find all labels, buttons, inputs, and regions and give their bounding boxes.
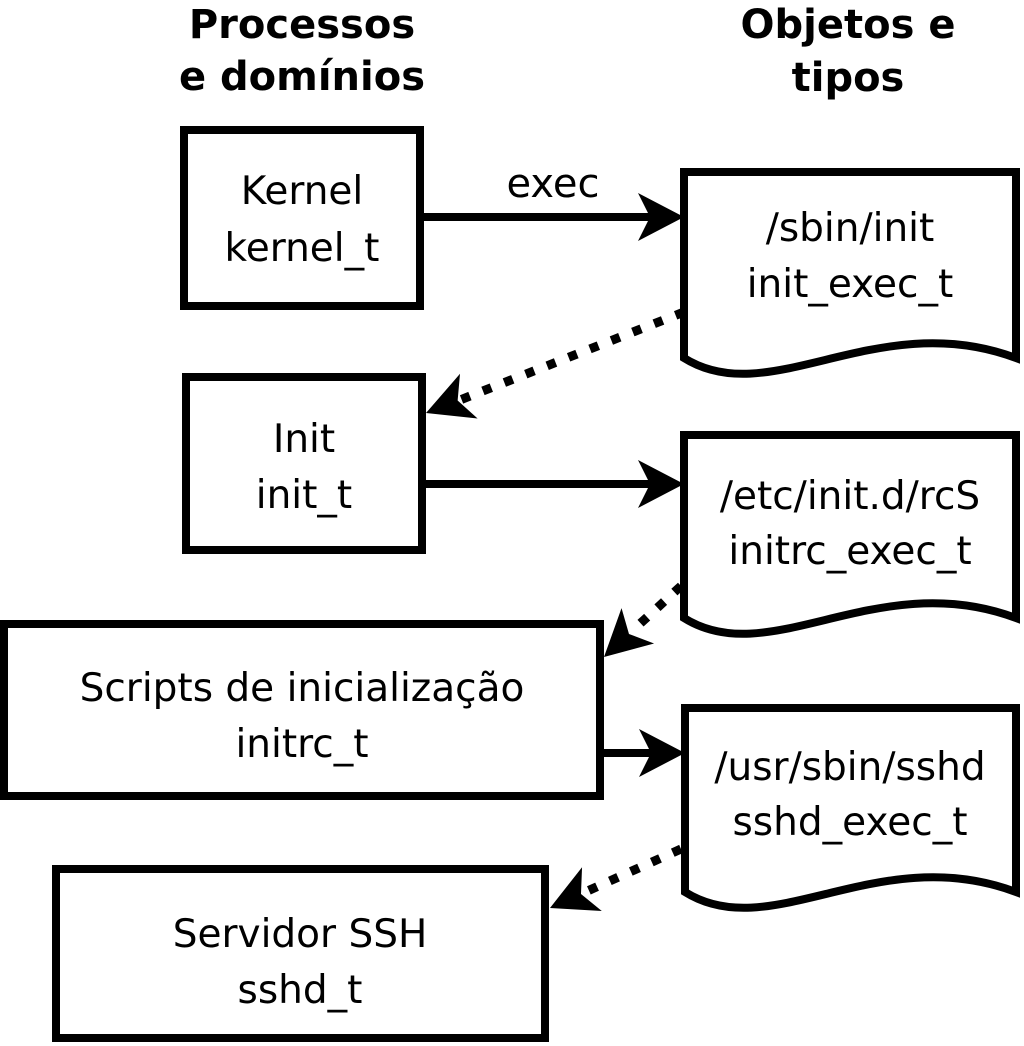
column-header-processes: Processos e domínios xyxy=(179,2,425,100)
process-box-sshd-name: Servidor SSH xyxy=(173,912,428,957)
dotted-line-1 xyxy=(458,307,686,405)
process-box-initrc-rect xyxy=(0,620,604,800)
process-box-kernel-type: kernel_t xyxy=(225,226,380,271)
process-box-sshd-rect xyxy=(52,865,549,1042)
column-header-objects: Objetos e tipos xyxy=(741,2,956,101)
object-doc-etc-initd-rcs: /etc/init.d/rcS initrc_exec_t xyxy=(680,431,1020,638)
column-header-objects-line1: Objetos e xyxy=(741,2,956,48)
arrow-initrc-head-icon xyxy=(639,729,685,777)
object-doc-sbin-init: /sbin/init init_exec_t xyxy=(680,168,1020,378)
dotted-line-2 xyxy=(627,582,685,636)
process-box-init-name: Init xyxy=(273,417,335,462)
exec-edge-label: exec xyxy=(507,161,600,207)
process-box-initrc: Scripts de inicialização initrc_t xyxy=(0,620,604,800)
dotted-transition-sbininit-to-init xyxy=(426,307,686,419)
arrow-init-head-icon xyxy=(638,460,684,508)
process-box-init-type: init_t xyxy=(256,473,352,518)
dotted-arrow-head-3-icon xyxy=(550,867,602,911)
object-doc-etc-initd-rcs-path: /etc/init.d/rcS xyxy=(720,474,980,519)
process-box-init: Init init_t xyxy=(182,373,426,554)
column-header-processes-line1: Processos xyxy=(189,2,415,48)
process-box-kernel-rect xyxy=(180,126,424,310)
object-doc-sbin-init-path: /sbin/init xyxy=(766,206,935,251)
column-header-objects-line2: tipos xyxy=(792,55,905,101)
column-header-processes-line2: e domínios xyxy=(179,54,425,100)
dotted-transition-rcs-to-initrc xyxy=(604,582,685,657)
object-doc-sbin-init-type: init_exec_t xyxy=(747,262,954,307)
object-doc-etc-initd-rcs-shape xyxy=(680,431,1020,638)
arrow-kernel-exec-sbin-init: exec xyxy=(420,161,684,241)
process-box-initrc-type: initrc_t xyxy=(235,722,368,767)
object-doc-usr-sbin-sshd-shape xyxy=(681,704,1020,912)
process-box-sshd-type: sshd_t xyxy=(238,968,363,1013)
object-doc-usr-sbin-sshd: /usr/sbin/sshd sshd_exec_t xyxy=(681,704,1020,912)
process-box-kernel: Kernel kernel_t xyxy=(180,126,424,310)
dotted-transition-sshdexec-to-sshd xyxy=(550,844,683,911)
process-box-initrc-name: Scripts de inicialização xyxy=(80,666,525,711)
process-box-sshd: Servidor SSH sshd_t xyxy=(52,865,549,1042)
dotted-line-3 xyxy=(581,844,683,898)
arrow-init-to-rcs xyxy=(422,460,684,508)
object-doc-etc-initd-rcs-type: initrc_exec_t xyxy=(728,529,971,574)
object-doc-usr-sbin-sshd-type: sshd_exec_t xyxy=(732,800,967,845)
object-doc-sbin-init-shape xyxy=(680,168,1020,378)
dotted-arrow-head-2-icon xyxy=(604,608,655,657)
process-box-init-rect xyxy=(182,373,426,554)
object-doc-usr-sbin-sshd-path: /usr/sbin/sshd xyxy=(714,745,985,790)
dotted-arrow-head-1-icon xyxy=(426,373,478,419)
arrow-exec-head-icon xyxy=(638,193,684,241)
arrow-initrc-to-sshd xyxy=(600,729,685,777)
process-box-kernel-name: Kernel xyxy=(241,169,364,214)
